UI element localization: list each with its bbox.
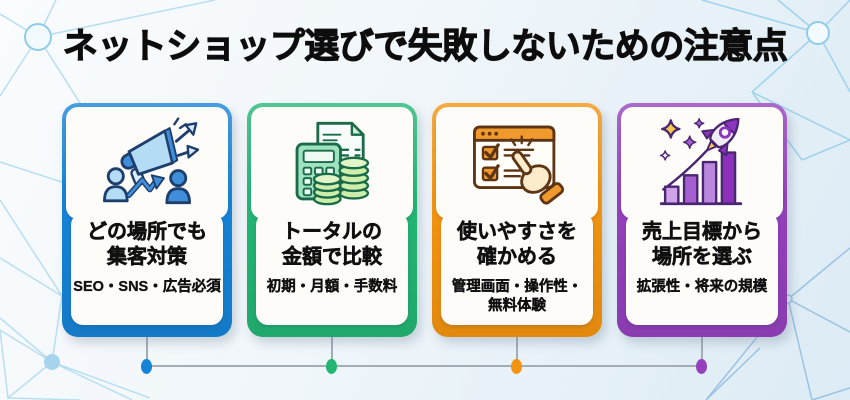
card-heading: トータルの 金額で比較 (282, 221, 383, 269)
card-usability: 使いやすさを 確かめる 管理画面・操作性・ 無料体験 (432, 103, 602, 337)
card-text-panel: トータルの 金額で比較 初期・月額・手数料 (256, 213, 408, 325)
card-heading: 使いやすさを 確かめる (457, 221, 578, 269)
card-text-panel: どの場所でも 集客対策 SEO・SNS・広告必須 (71, 213, 223, 325)
timeline-connector (331, 337, 333, 365)
card-icon-panel (66, 107, 228, 219)
card-icon-panel (436, 107, 598, 219)
timeline-connector (146, 337, 148, 365)
card-heading: 売上目標から 場所を選ぶ (642, 221, 763, 269)
card-subtext: SEO・SNS・広告必須 (73, 279, 221, 295)
timeline-dot (511, 359, 522, 374)
timeline-dot (326, 359, 337, 374)
card-icon-panel (251, 107, 413, 219)
card-attract-customers: どの場所でも 集客対策 SEO・SNS・広告必須 (62, 103, 232, 337)
card-text-panel: 売上目標から 場所を選ぶ 拡張性・将来の規模 (626, 213, 778, 325)
cards-row: どの場所でも 集客対策 SEO・SNS・広告必須 (62, 103, 787, 337)
timeline-dot (141, 359, 152, 374)
card-subtext: 管理画面・操作性・ 無料体験 (451, 279, 583, 314)
card-subtext: 初期・月額・手数料 (266, 279, 398, 295)
card-total-cost: トータルの 金額で比較 初期・月額・手数料 (247, 103, 417, 337)
megaphone-icon (103, 117, 199, 205)
timeline-line (147, 365, 702, 367)
page-title: ネットショップ選びで失敗しないための注意点 (62, 26, 788, 66)
card-icon-panel (621, 107, 783, 219)
calculator-icon (295, 121, 370, 206)
timeline-connector (516, 337, 518, 365)
timeline-connector (701, 337, 703, 365)
browser-checklist-icon (473, 125, 565, 205)
rocket-growth-icon (659, 117, 743, 206)
card-sales-target: 売上目標から 場所を選ぶ 拡張性・将来の規模 (617, 103, 787, 337)
card-subtext: 拡張性・将来の規模 (636, 279, 768, 295)
timeline-dot (696, 359, 707, 374)
card-heading: どの場所でも 集客対策 (87, 221, 208, 269)
card-text-panel: 使いやすさを 確かめる 管理画面・操作性・ 無料体験 (441, 213, 593, 325)
